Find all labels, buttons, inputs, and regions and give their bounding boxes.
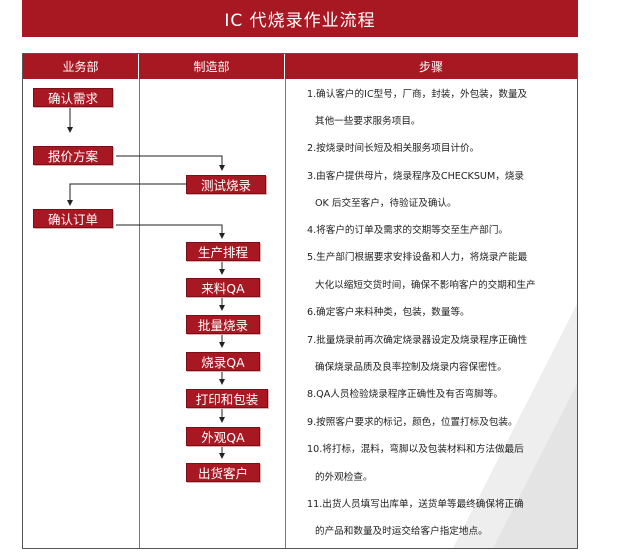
header-manufacturing: 制造部 <box>139 54 285 79</box>
column-divider-2 <box>285 79 286 548</box>
page-title: IC 代烧录作业流程 <box>22 0 578 37</box>
node-batch-burn: 批量烧录 <box>186 315 260 334</box>
step-line: 的产品和数量及时运交给客户指定地点。 <box>315 526 488 537</box>
decorative-wedge <box>453 304 577 548</box>
arrow-quote-to-test <box>116 155 225 171</box>
step-line: 的外观检查。 <box>315 472 373 483</box>
step-line: 2.按烧录时间长短及相关服务项目计价。 <box>307 143 480 154</box>
node-ship-customer: 出货客户 <box>186 463 260 482</box>
step-line: 8.QA人员检验烧录程序正确性及有否弯脚等。 <box>307 389 503 400</box>
step-line: OK 后交至客户，待验证及确认。 <box>315 198 457 209</box>
step-line: 其他一些要求服务项目。 <box>315 116 421 127</box>
arrow-order-to-schedule <box>116 224 225 239</box>
node-appearance-qa: 外观QA <box>186 427 260 446</box>
step-line: 5.生产部门根据要求安排设备和人力，将烧录产能最 <box>307 252 528 263</box>
header-business: 业务部 <box>23 54 139 79</box>
step-line: 7.批量烧录前再次确定烧录器设定及烧录程序正确性 <box>307 335 528 346</box>
header-steps: 步骤 <box>418 60 443 74</box>
flow-arrows <box>67 107 225 459</box>
node-production-schedule: 生产排程 <box>186 242 260 261</box>
step-line: 4.将客户的订单及需求的交期等交至生产部门。 <box>307 225 509 236</box>
node-test-burn: 测试烧录 <box>186 175 266 194</box>
step-line: 10.将打标，混料，弯脚以及包装材料和方法做最后 <box>307 444 524 455</box>
node-confirm-order: 确认订单 <box>33 209 113 228</box>
step-line: 大化以缩短交货时间，确保不影响客户的交期和生产 <box>315 280 536 291</box>
node-incoming-qa: 来料QA <box>186 278 260 297</box>
step-line: 11.出货人员填写出库单，送货单等最终确保将正确 <box>307 499 524 510</box>
node-burn-qa: 烧录QA <box>186 352 260 371</box>
step-line: 9.按照客户要求的标记，颜色，位置打标及包装。 <box>307 417 518 428</box>
column-divider-1 <box>139 79 140 548</box>
flow-table: 业务部 制造部 步骤 确认需求 报价方案 测试烧录 <box>22 53 578 549</box>
step-line: 确保烧录品质及良率控制及烧录内容保密性。 <box>315 362 507 373</box>
node-quote-plan: 报价方案 <box>33 146 113 165</box>
arrow-test-to-order <box>67 183 186 206</box>
step-line: 3.由客户提供母片，烧录程序及CHECKSUM，烧录 <box>307 171 525 182</box>
node-print-pack: 打印和包装 <box>186 389 268 408</box>
step-line: 1.确认客户的IC型号，厂商，封装，外包装，数量及 <box>307 89 528 100</box>
table-header: 业务部 制造部 步骤 <box>23 54 577 79</box>
node-confirm-demand: 确认需求 <box>33 88 113 107</box>
step-line: 6.确定客户来料种类，包装，数量等。 <box>307 307 470 318</box>
